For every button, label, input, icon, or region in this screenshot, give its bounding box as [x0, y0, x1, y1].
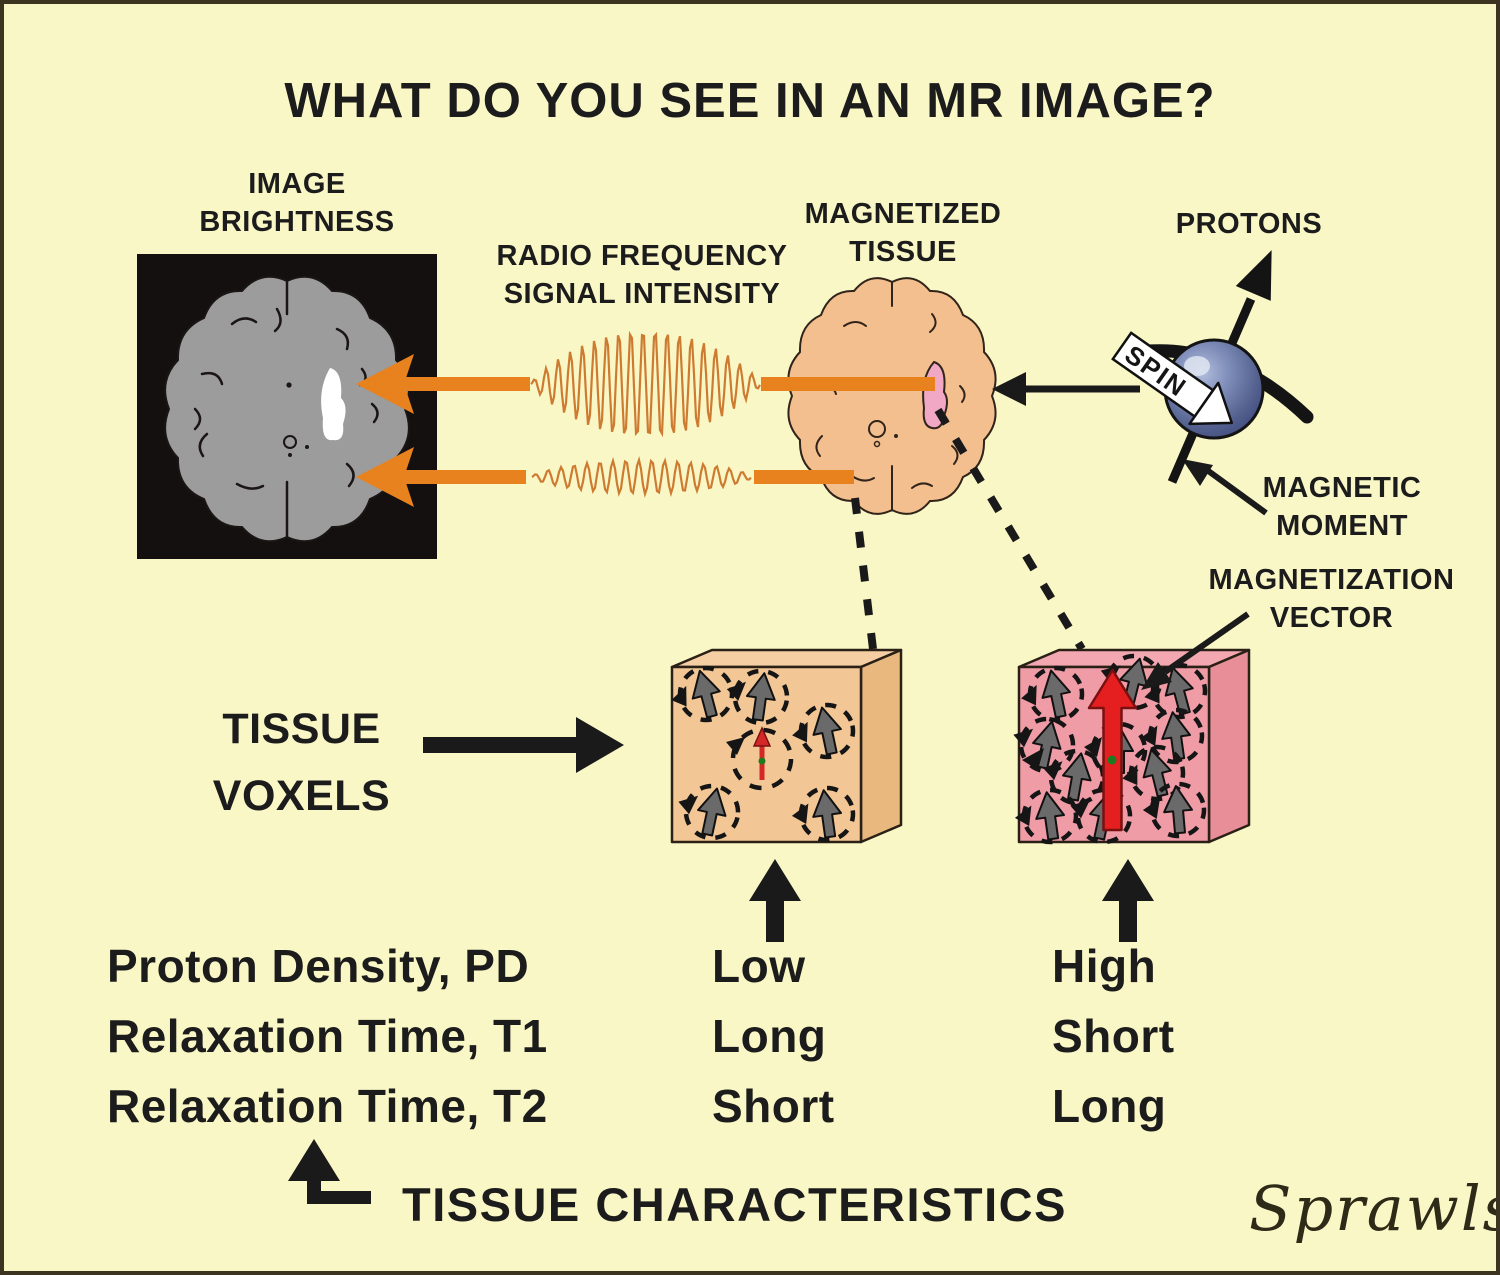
- tissue-dot: [873, 440, 881, 448]
- axis-arrowhead-icon: [1235, 250, 1272, 301]
- magnetization-vector-label: MAGNETIZATION VECTOR: [1208, 564, 1455, 634]
- up-arrow-high-voxel: [1102, 859, 1154, 942]
- green-dot: [758, 757, 766, 765]
- rf-wave-high: [530, 330, 761, 438]
- proton-symbol: [1016, 663, 1086, 727]
- voxel-front-face: [1017, 665, 1211, 844]
- low-voxel-value: Short: [712, 1080, 835, 1132]
- mr-dot: [286, 382, 292, 388]
- image-brightness-label: IMAGE BRIGHTNESS: [199, 168, 395, 238]
- proton-symbol: [1007, 712, 1077, 776]
- tissue-characteristics-label: TISSUE CHARACTERISTICS: [402, 1178, 1067, 1231]
- arrowhead-icon: [1182, 459, 1213, 486]
- precession-arrowhead-icon: [726, 737, 745, 755]
- proton-symbol: [1138, 707, 1206, 767]
- proton-sphere: [1163, 338, 1265, 440]
- voxel-side-face: [1207, 648, 1251, 844]
- proton-symbol: [723, 666, 791, 726]
- spin-label: SPIN: [1119, 339, 1192, 403]
- magnetized-tissue-brain: [787, 277, 997, 515]
- tissue-voxels-label: TISSUE VOXELS: [212, 705, 391, 821]
- low-voxel-value: Long: [712, 1010, 827, 1062]
- magnetization-vector-small-head: [752, 726, 772, 747]
- mr-ventricle: [283, 435, 297, 449]
- tissue-dot: [894, 434, 898, 438]
- table-row-label: Proton Density, PD: [107, 940, 530, 992]
- voxel-side-face: [859, 648, 903, 844]
- proton-symbol: [665, 662, 737, 728]
- proton-symbol: [1064, 783, 1134, 847]
- magnetized-tissue-label: MAGNETIZED TISSUE: [804, 198, 1002, 268]
- magnetic-moment-pointer: [1182, 459, 1268, 516]
- spin-banner: SPIN: [1111, 331, 1234, 426]
- tissue-ventricle: [868, 420, 886, 438]
- mr-lesion-bright-spot: [321, 368, 346, 441]
- proton-symbol: [1138, 659, 1210, 725]
- author-signature: Sprawls: [1249, 1172, 1500, 1245]
- protons-label: PROTONS: [1175, 208, 1323, 240]
- mr-image-panel: [137, 254, 437, 559]
- magnetic-moment-axis: [1167, 297, 1256, 484]
- proton-symbol: [672, 779, 742, 843]
- arrowhead-icon: [1141, 662, 1172, 690]
- proton-symbol: [1012, 787, 1080, 847]
- net-magnetization-orbit: [730, 727, 794, 791]
- low-voxel-value: Low: [712, 940, 806, 992]
- high-voxel-value: Long: [1052, 1080, 1167, 1132]
- high-voxel-value: Short: [1052, 1010, 1175, 1062]
- spin-orbit-arc: [1117, 344, 1314, 424]
- precession-arrowhead-icon: [1022, 748, 1044, 770]
- rf-wave-low: [531, 456, 752, 498]
- proton-symbol: [1038, 745, 1107, 807]
- proton-symbol: [1084, 724, 1145, 776]
- proton-symbol: [789, 785, 857, 845]
- voxel-high: [1017, 648, 1251, 844]
- magnetization-vector-large: [1087, 668, 1138, 832]
- tissue-characteristics-arrow: [288, 1139, 371, 1204]
- tissue-voxels-arrow: [423, 717, 624, 773]
- up-arrow-low-voxel: [749, 859, 801, 942]
- table-row-label: Relaxation Time, T1: [107, 1010, 548, 1062]
- green-dot: [1107, 755, 1117, 765]
- proton-sphere-assembly: SPIN: [1111, 250, 1314, 484]
- mr-dot: [288, 453, 292, 457]
- proton-symbol: [1094, 648, 1166, 713]
- proton-symbol: [1141, 782, 1206, 839]
- proton-symbol: [1117, 741, 1189, 806]
- voxel-front-face: [670, 665, 863, 844]
- arrowhead-up-icon: [288, 1139, 340, 1181]
- voxel-low-protons: [665, 662, 857, 844]
- table-row-label: Relaxation Time, T2: [107, 1080, 548, 1132]
- voxel-top-face: [670, 648, 903, 669]
- proton-symbol: [787, 700, 857, 764]
- protons-to-tissue-arrow: [992, 372, 1140, 406]
- spin-banner-arrowhead-icon: [1188, 381, 1234, 426]
- voxel-high-protons: [1007, 648, 1210, 847]
- mr-brain-image: [164, 275, 410, 543]
- voxel-low: [670, 648, 903, 844]
- tissue-lesion-pink: [922, 360, 948, 430]
- page-title: WHAT DO YOU SEE IN AN MR IMAGE?: [284, 74, 1216, 128]
- voxel-top-face: [1017, 648, 1251, 669]
- rf-signal-intensity-label: RADIO FREQUENCY SIGNAL INTENSITY: [496, 240, 788, 310]
- sphere-highlight: [1184, 356, 1210, 376]
- high-voxel-value: High: [1052, 940, 1157, 992]
- magnetic-moment-label: MAGNETIC MOMENT: [1262, 472, 1422, 542]
- mr-dot: [305, 445, 309, 449]
